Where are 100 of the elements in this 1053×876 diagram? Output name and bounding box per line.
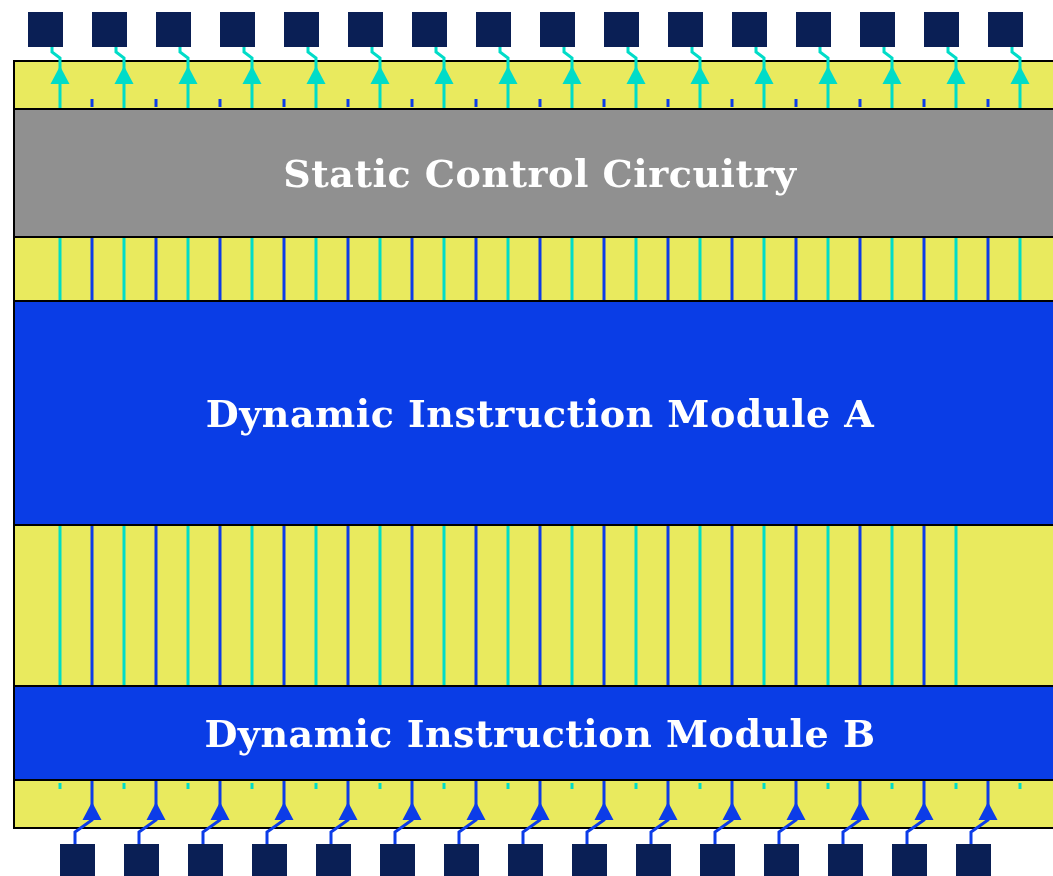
pin-pad [700,844,735,876]
pin-pad [572,844,607,876]
arrow [178,47,198,108]
pin-pad [348,12,383,47]
wire-line [922,526,926,685]
wire-line [858,238,862,300]
arrow [393,781,422,844]
arrow [562,47,582,108]
arrow [777,781,806,844]
wire-line [794,526,798,685]
wire-line [890,526,894,685]
arrow [754,47,774,108]
arrow [521,781,550,844]
wire-line [826,238,830,300]
pin-pad [732,12,767,47]
pin-pad [380,844,415,876]
wire-line [314,238,318,300]
module-label: Dynamic Instruction Module B [204,710,876,756]
arrow [818,47,838,108]
wire-line [58,526,62,685]
pin-pad [60,844,95,876]
pin-pad [892,844,927,876]
pin-pad [988,12,1023,47]
arrow [265,781,294,844]
arrow [50,47,70,108]
arrow [498,47,518,108]
arrow [242,47,262,108]
wire-line [570,238,574,300]
wire-line [186,526,190,685]
arrow [882,47,902,108]
wire-line [218,238,222,300]
wire-line [250,526,254,685]
wire-line [634,526,638,685]
wire-line [186,238,190,300]
wire-line [954,526,958,685]
wire-line [698,526,702,685]
pin-pad [316,844,351,876]
arrow [434,47,454,108]
wire-line [90,526,94,685]
wire-line [634,238,638,300]
pin-pad [604,12,639,47]
pin-pad [412,12,447,47]
wire-line [122,526,126,685]
pin-pad [188,844,223,876]
wire-line [154,238,158,300]
wire-line [538,238,542,300]
wire-line [346,238,350,300]
pin-pad [540,12,575,47]
wire-line [794,238,798,300]
wire-line [730,238,734,300]
wire-line [218,526,222,685]
wire-line [762,238,766,300]
arrow [370,47,390,108]
arrow [201,781,230,844]
wire-line [538,526,542,685]
wire-line [346,526,350,685]
pin-pad [924,12,959,47]
pin-pad [92,12,127,47]
wire-line [474,526,478,685]
arrow [969,781,998,844]
pin-pad [444,844,479,876]
wire-line [922,238,926,300]
arrow [137,781,166,844]
arrow [585,781,614,844]
arrow [329,781,358,844]
wire-line [282,238,286,300]
module-block [13,685,1053,781]
pin-pad [796,12,831,47]
arrow [713,781,742,844]
module-label: Static Control Circuitry [283,150,797,196]
arrow [649,781,678,844]
wire-line [474,238,478,300]
pin-pad [956,844,991,876]
wire-line [666,526,670,685]
wire-line [954,238,958,300]
wire-line [442,526,446,685]
arrow [905,781,934,844]
wire-line [762,526,766,685]
wire-line [602,526,606,685]
wire-line [570,526,574,685]
wire-line [698,238,702,300]
wire-line [506,238,510,300]
wire-line [1018,238,1022,300]
pin-pad [156,12,191,47]
wire-line [154,526,158,685]
wire-line [506,526,510,685]
pin-pad [764,844,799,876]
module-label: Dynamic Instruction Module A [205,390,875,436]
pin-pad [860,12,895,47]
arrow [841,781,870,844]
arrow [306,47,326,108]
wire-line [58,238,62,300]
pin-pad [284,12,319,47]
wire-line [90,238,94,300]
wire-line [378,526,382,685]
pin-pad [252,844,287,876]
wire-line [282,526,286,685]
arrow [1010,47,1030,108]
wire-line [986,238,990,300]
pin-pad [28,12,63,47]
